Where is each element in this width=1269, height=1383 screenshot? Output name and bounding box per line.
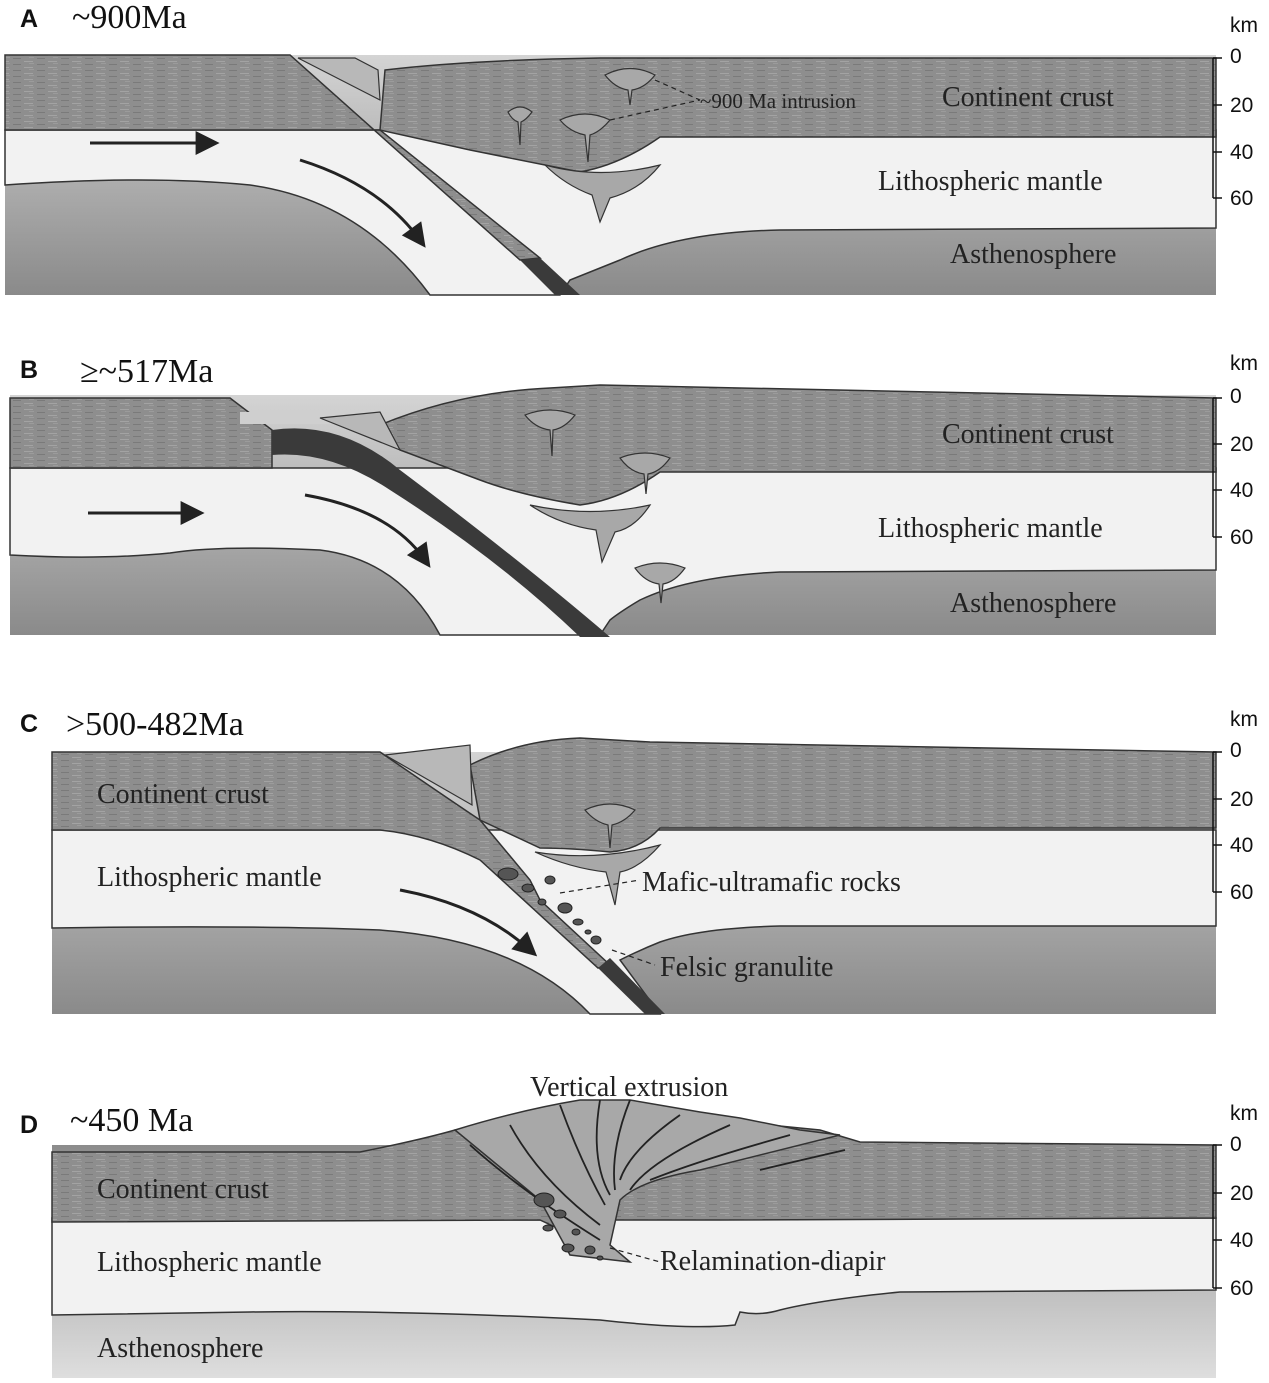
depth-tick: 20: [1230, 433, 1253, 456]
depth-tick: 60: [1230, 881, 1253, 904]
depth-tick: 60: [1230, 187, 1253, 210]
panel-b: B ≥~517Ma Continent crust Lithospheric m…: [9, 352, 1258, 637]
depth-unit: km: [1230, 1102, 1258, 1125]
depth-tick: 0: [1230, 739, 1242, 762]
mantle-label: Lithospheric mantle: [97, 1247, 322, 1278]
depth-axis: km 0 20 40 60: [1212, 708, 1258, 904]
asthenosphere-label: Asthenosphere: [97, 1333, 263, 1364]
accretionary-wedge: [319, 411, 402, 452]
intrusion-body-2: [619, 452, 671, 495]
depth-tick: 40: [1230, 1229, 1253, 1252]
depth-axis: km 0 20 40 60: [1212, 14, 1258, 210]
crust-label: Continent crust: [97, 1174, 269, 1205]
asthenosphere-label: Asthenosphere: [950, 588, 1116, 619]
diapir-label: Relamination-diapir: [660, 1246, 886, 1277]
depth-tick: 20: [1230, 788, 1253, 811]
mafic-ultramafic-blocks: [497, 867, 602, 945]
intrusion-body-3: [634, 562, 686, 604]
subducting-slab: [520, 258, 580, 295]
panel-letter: C: [20, 710, 38, 738]
panel-age: ~450 Ma: [70, 1102, 193, 1139]
panel-letter: B: [20, 356, 38, 384]
mantle-label: Lithospheric mantle: [878, 166, 1103, 197]
mantle-label: Lithospheric mantle: [97, 862, 322, 893]
intrusion-body-1: [524, 409, 576, 457]
panel-letter: A: [20, 5, 38, 33]
magma-underplating: [529, 504, 652, 565]
extrusion-wedge: [453, 1099, 841, 1264]
intrusion-body: [584, 803, 636, 849]
arrow-curved: [299, 158, 426, 248]
depth-tick: 0: [1230, 45, 1242, 68]
depth-axis: km 0 20 40 60: [1212, 1102, 1258, 1300]
lithospheric-mantle-layer: [51, 1217, 1217, 1328]
depth-tick: 40: [1230, 479, 1253, 502]
depth-axis: km 0 20 40 60: [1212, 352, 1258, 549]
accretionary-wedge: [297, 57, 381, 102]
panel-age: >500-482Ma: [66, 706, 244, 743]
panel-age: ≥~517Ma: [80, 353, 213, 390]
shear-zones: [469, 1099, 846, 1241]
asthenosphere-label: Asthenosphere: [950, 239, 1116, 270]
lithospheric-mantle-layer: [4, 129, 1217, 296]
depth-tick: 40: [1230, 834, 1253, 857]
intrusion-body-2: [559, 113, 611, 163]
depth-tick: 60: [1230, 1277, 1253, 1300]
continent-crust-left: [9, 397, 273, 469]
depth-unit: km: [1230, 14, 1258, 37]
felsic-label: Felsic granulite: [660, 952, 833, 983]
depth-tick: 0: [1230, 385, 1242, 408]
panel-age: ~900Ma: [72, 0, 187, 36]
mafic-label: Mafic-ultramafic rocks: [642, 867, 901, 898]
depth-tick: 20: [1230, 94, 1253, 117]
arrow-curved: [304, 493, 431, 568]
diapir-blocks: [533, 1192, 604, 1261]
intrusion-bodies: [507, 67, 656, 163]
depth-unit: km: [1230, 352, 1258, 375]
lithospheric-mantle-layer: [51, 829, 1217, 1015]
intrusion-body-3: [507, 106, 533, 146]
intrusion-body-1: [604, 67, 656, 106]
subducting-slab: [598, 958, 665, 1014]
rock-leader-lines: [559, 879, 656, 966]
continent-crust-right: [469, 737, 1217, 853]
extrusion-label: Vertical extrusion: [530, 1072, 728, 1103]
magma-underplating: [534, 843, 662, 906]
continent-crust-right: [378, 384, 1217, 506]
lithospheric-mantle-layer: [9, 467, 1217, 636]
panel-letter: D: [20, 1111, 38, 1139]
crust-label: Continent crust: [942, 82, 1114, 113]
accretionary-wedge: [383, 744, 473, 807]
magma-underplating: [542, 163, 662, 224]
panel-a: A ~900Ma Continent crust Lithospheric ma…: [4, 0, 1258, 296]
intrusion-label: ~900 Ma intrusion: [700, 89, 857, 113]
depth-tick: 20: [1230, 1182, 1253, 1205]
crust-label: Continent crust: [97, 779, 269, 810]
arrow-curved: [399, 888, 538, 957]
depth-tick: 60: [1230, 526, 1253, 549]
depth-tick: 40: [1230, 141, 1253, 164]
subducting-slab: [272, 428, 610, 637]
mantle-label: Lithospheric mantle: [878, 513, 1103, 544]
panel-c: C >500-482Ma Continent crust Lithospheri…: [20, 706, 1258, 1015]
panel-d: D ~450 Ma Vertical extrusion Continent c…: [20, 1072, 1258, 1378]
intrusion-leader-lines: [609, 79, 701, 121]
intrusion-bodies: [524, 409, 686, 604]
depth-unit: km: [1230, 708, 1258, 731]
depth-tick: 0: [1230, 1133, 1242, 1156]
crust-label: Continent crust: [942, 419, 1114, 450]
